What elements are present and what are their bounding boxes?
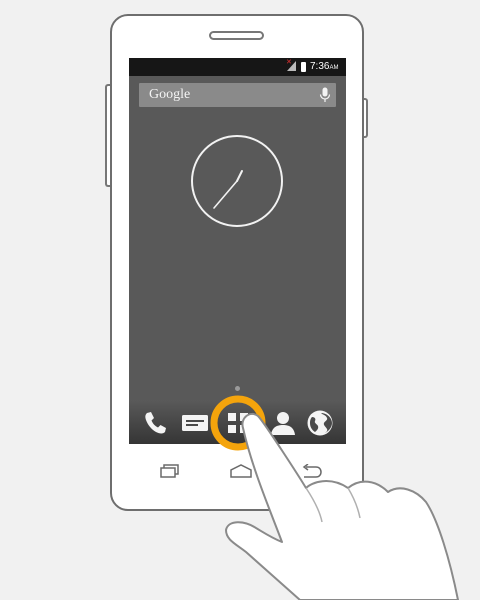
no-sim-icon: ✕ — [286, 59, 292, 66]
status-time: 7:36AM — [310, 61, 338, 74]
status-time-value: 7:36 — [310, 61, 330, 72]
earpiece-speaker — [209, 31, 264, 40]
mic-icon[interactable] — [319, 87, 331, 103]
phone-icon[interactable] — [141, 409, 169, 437]
google-search-bar[interactable]: Google — [139, 83, 336, 107]
app-drawer-icon[interactable] — [224, 409, 252, 437]
back-button[interactable] — [300, 464, 322, 478]
clock-minute-hand — [213, 180, 238, 209]
analog-clock-widget[interactable] — [190, 134, 284, 228]
messaging-icon[interactable] — [181, 409, 209, 437]
power-button — [362, 98, 368, 138]
clock-hour-hand — [236, 170, 243, 182]
signal-icon — [287, 61, 296, 71]
volume-button — [105, 84, 111, 187]
search-bar-label: Google — [149, 87, 191, 102]
home-button[interactable] — [230, 464, 252, 478]
app-dock — [129, 400, 346, 444]
phone-screen: ✕ 7:36AM Google — [129, 58, 346, 444]
status-bar: ✕ 7:36AM — [129, 58, 346, 76]
status-time-ampm: AM — [329, 65, 339, 71]
clock-face — [191, 135, 283, 227]
browser-icon[interactable] — [306, 409, 334, 437]
battery-icon — [301, 62, 306, 72]
recent-apps-button[interactable] — [160, 464, 182, 478]
contacts-icon[interactable] — [269, 409, 297, 437]
page-indicator — [235, 386, 240, 391]
